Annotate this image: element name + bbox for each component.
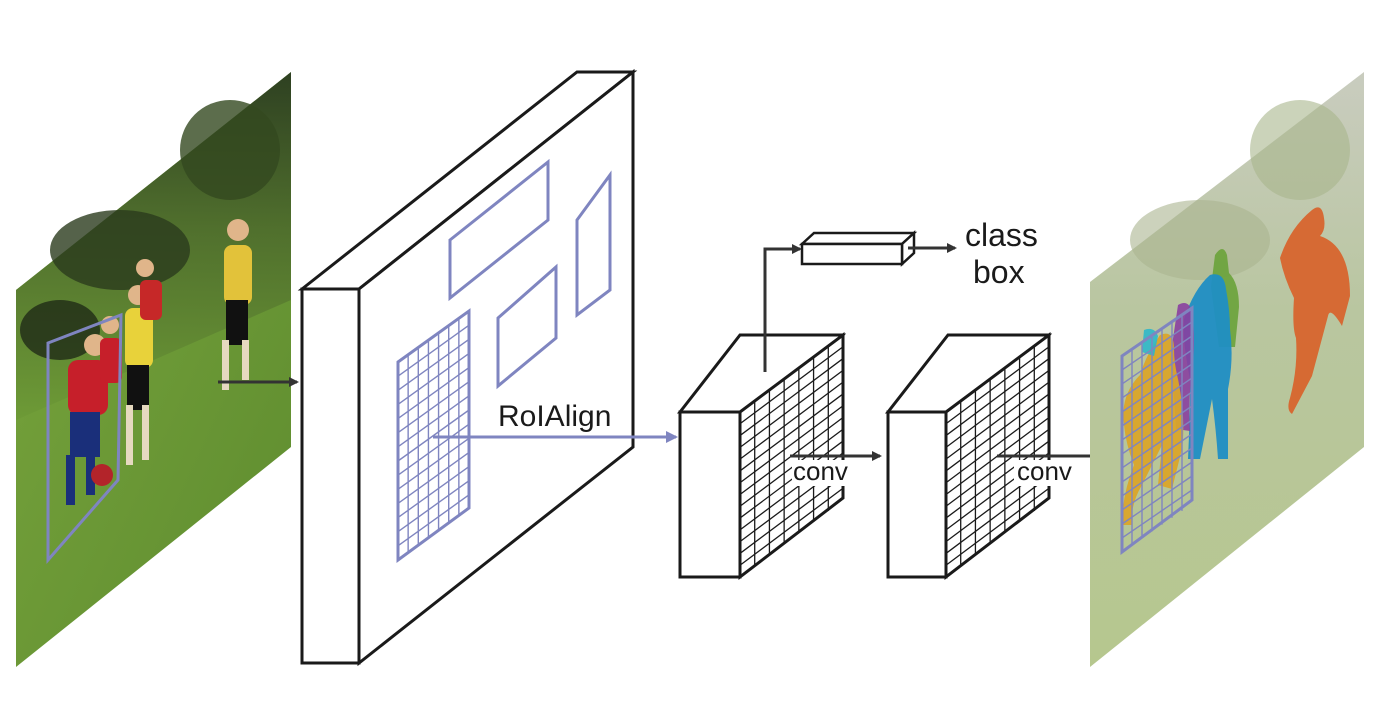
grid-line (739, 405, 844, 484)
grid-line (397, 338, 470, 391)
grid-line (1121, 391, 1193, 441)
roialign-label: RoIAlign (498, 400, 611, 433)
grid-line (739, 358, 844, 437)
grid-line (397, 451, 470, 504)
input-image (16, 72, 291, 667)
grid-line (945, 358, 1050, 437)
grid-line (1121, 405, 1193, 455)
mask-orange (1280, 207, 1350, 414)
grid-line (739, 428, 844, 507)
roi-grid (396, 308, 471, 563)
roi-box (46, 312, 123, 564)
mask-blue (1183, 274, 1232, 459)
grid-line (397, 352, 470, 405)
grid-line (945, 381, 1050, 460)
conv-label-bg (1014, 460, 1084, 486)
grid-line (1121, 489, 1193, 539)
grid-line (739, 346, 844, 425)
mask-roi-box (1120, 305, 1194, 555)
grid-line (739, 487, 844, 566)
grid-line (945, 369, 1050, 448)
grid-line (1121, 461, 1193, 511)
grid-line (397, 480, 470, 533)
grid-line (945, 440, 1050, 519)
backbone-feature-map (297, 68, 638, 667)
grid-line (739, 381, 844, 460)
player-figure (136, 259, 162, 320)
player-figure (222, 219, 252, 390)
grid-line (397, 395, 470, 448)
roi-box (575, 170, 612, 319)
grid-line (739, 393, 844, 472)
grid-line (945, 475, 1050, 554)
box-label: box (973, 254, 1025, 290)
grid-line (739, 369, 844, 448)
conv-label-bg (792, 460, 856, 486)
conv-label-2: conv (1017, 456, 1072, 486)
grid-line (397, 466, 470, 519)
player-figure (66, 334, 113, 505)
roi-box (496, 263, 558, 390)
grid-line (397, 423, 470, 476)
grid-line (1121, 433, 1193, 483)
grid-line (397, 324, 470, 377)
grid-line (397, 437, 470, 490)
grid-line (945, 393, 1050, 472)
grid-line (1121, 419, 1193, 469)
grid-line (1121, 335, 1193, 385)
grid-line (1121, 447, 1193, 497)
grid-line (945, 428, 1050, 507)
conv-label-1: conv (793, 456, 848, 486)
grid-line (945, 346, 1050, 425)
roi-proposals (448, 158, 612, 390)
grid-line (1121, 363, 1193, 413)
grid-line (397, 494, 470, 547)
output-image (1090, 72, 1364, 667)
grid-line (1121, 377, 1193, 427)
roi-box (448, 158, 550, 302)
grid-line (1121, 321, 1193, 371)
branch-to-box-head (763, 244, 802, 372)
grid-line (397, 367, 470, 420)
grid-line (1121, 475, 1193, 525)
grid-line (739, 475, 844, 554)
grid-line (739, 440, 844, 519)
grid-line (397, 381, 470, 434)
class-label: class (965, 217, 1038, 253)
fc-box-head (798, 230, 918, 267)
grid-line (1121, 349, 1193, 399)
grid-line (945, 405, 1050, 484)
grid-line (945, 487, 1050, 566)
